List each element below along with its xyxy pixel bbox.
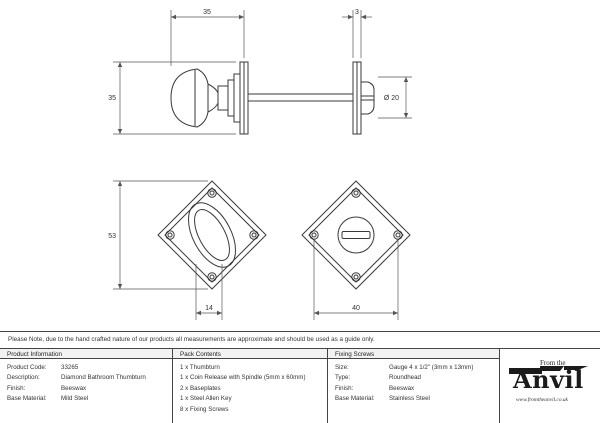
info-row: Finish: Beeswax (7, 384, 172, 394)
coin-release-front-view (301, 180, 411, 290)
info-value: 33265 (61, 364, 79, 371)
fixing-screws-section: Fixing Screws Size: Gauge 4 x 1/2" (3mm … (327, 349, 500, 423)
info-label: Base Material: (7, 395, 47, 403)
fixing-screw-icon (207, 188, 217, 198)
screw-value: Stainless Steel (389, 395, 430, 403)
logo-from-the: From the (540, 359, 566, 367)
info-row: Description: Diamond Bathroom Thumbturn (7, 373, 172, 383)
info-value: Mild Steel (61, 395, 89, 403)
screw-label: Type: (335, 374, 351, 382)
info-row: Base Material: Mild Steel (7, 394, 172, 404)
screw-value: Beeswax (389, 384, 415, 392)
pack-item: 1 x Steel Allen Key (180, 395, 232, 403)
screw-label: Size: (335, 364, 349, 371)
thumbturn-oval (188, 202, 236, 268)
product-information-section: Product Information Product Code: 33265 … (0, 349, 172, 423)
logo-wordmark: Anvil (513, 365, 584, 394)
screw-row: Base Material: Stainless Steel (335, 394, 500, 404)
screw-value: Gauge 4 x 1/2" (3mm x 13mm) (389, 364, 474, 371)
fixing-screw-icon (249, 230, 259, 240)
pack-item: 1 x Coin Release with Spindle (5mm x 60m… (180, 374, 306, 382)
product-information-heading: Product Information (0, 349, 172, 359)
info-label: Finish: (7, 384, 26, 392)
pack-contents-heading: Pack Contents (173, 349, 328, 359)
coin-release-disc (337, 216, 375, 254)
dim-oval-width: 14 (205, 305, 213, 312)
screw-label: Base Material: (335, 395, 375, 403)
screw-row: Type: Roundhead (335, 373, 500, 383)
screw-row: Finish: Beeswax (335, 384, 500, 394)
from-the-anvil-logo: From the Anvil www.fromtheanvil.co.uk (500, 356, 596, 418)
screw-value: Roundhead (389, 374, 421, 382)
dim-plate-width: 40 (352, 305, 360, 312)
anvil-icon (509, 366, 588, 374)
thumbturn-knob (170, 68, 209, 128)
screw-label: Finish: (335, 384, 354, 392)
coin-slot (341, 231, 371, 239)
logo-cell (499, 349, 600, 423)
thumbturn-front-view (157, 180, 267, 290)
screw-row: Size: Gauge 4 x 1/2" (3mm x 13mm) (335, 363, 500, 373)
fixing-screw-icon (393, 230, 403, 240)
side-view (170, 61, 375, 135)
pack-item: 2 x Baseplates (180, 384, 221, 392)
info-label: Product Code: (7, 364, 47, 371)
info-value: Beeswax (61, 384, 87, 392)
logo-url: www.fromtheanvil.co.uk (516, 397, 568, 403)
info-value: Diamond Bathroom Thumbturn (61, 374, 146, 382)
dim-plate-height: 53 (108, 233, 116, 240)
fixing-screw-icon (351, 272, 361, 282)
info-label: Description: (7, 374, 40, 382)
technical-drawing: 35 3 35 Ø 20 53 14 40 (108, 9, 412, 320)
spindle (247, 93, 354, 102)
fixing-screw-icon (309, 230, 319, 240)
coin-release-side (360, 81, 375, 115)
fixing-screw-icon (207, 272, 217, 282)
pack-item: 1 x Thumbturn (180, 364, 220, 371)
dim-plate-thickness: 3 (355, 9, 359, 16)
info-row: Product Code: 33265 (7, 363, 172, 373)
measurement-note: Please Note, due to the hand crafted nat… (0, 331, 600, 348)
product-table: Product Information Product Code: 33265 … (0, 348, 600, 423)
fixing-screw-icon (351, 188, 361, 198)
dimension-lines (113, 10, 412, 320)
pack-item: 8 x Fixing Screws (180, 405, 229, 413)
dim-knob-length: 35 (203, 9, 211, 16)
dim-spindle-diameter: Ø 20 (384, 95, 399, 102)
pack-contents-section: Pack Contents 1 x Thumbturn 1 x Coin Rel… (172, 349, 328, 423)
fixing-screws-heading: Fixing Screws (328, 349, 500, 359)
dim-knob-height: 35 (108, 95, 116, 102)
fixing-screw-icon (165, 230, 175, 240)
